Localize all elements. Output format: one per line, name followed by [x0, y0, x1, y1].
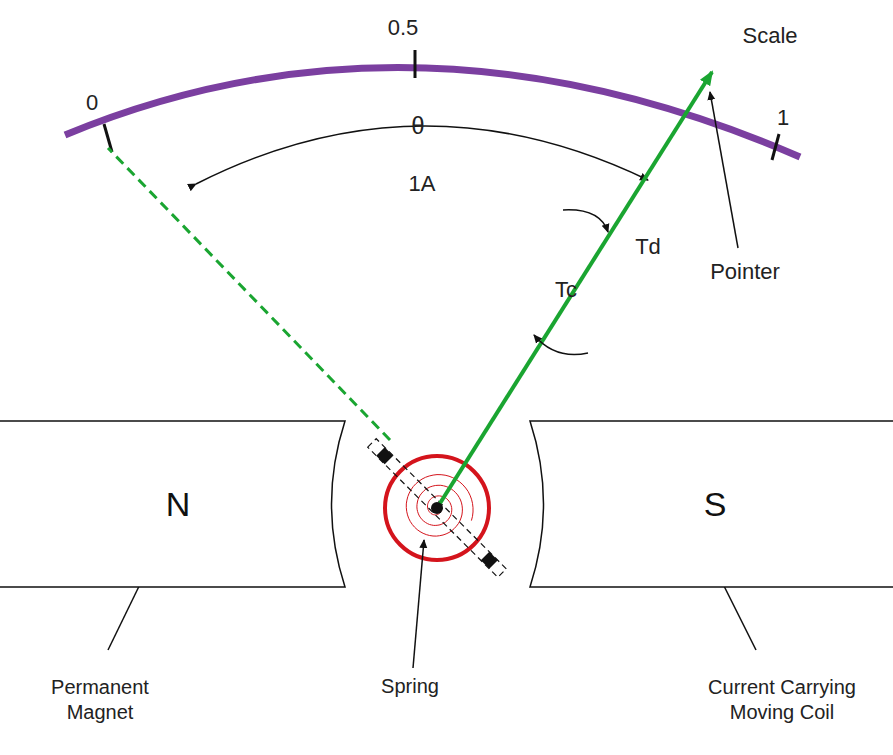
- leader-line: [413, 540, 424, 668]
- pivot: [431, 502, 443, 514]
- pole-label: N: [166, 485, 191, 524]
- pole-label: S: [704, 485, 727, 524]
- part-name: Pointer: [710, 258, 780, 286]
- torque-label: Tc: [555, 276, 577, 304]
- part-name: Permanent Magnet: [35, 675, 165, 725]
- part-name: Spring: [381, 674, 439, 699]
- scale-mark: 0: [86, 89, 98, 117]
- tick: [104, 124, 112, 152]
- zero-pointer: [108, 148, 390, 440]
- torque-label: Td: [635, 233, 661, 261]
- scale-arc: [65, 68, 800, 157]
- tick: [772, 134, 779, 160]
- control-torque-arrow: [534, 335, 588, 355]
- moving-coil: [385, 456, 489, 560]
- tick: [414, 50, 417, 78]
- scale-mark: 0.5: [388, 14, 419, 42]
- scale-mark: 1: [777, 104, 789, 132]
- coil-frame: [368, 439, 507, 578]
- spring-spiral: [406, 475, 473, 536]
- angle-symbol: θ: [411, 111, 424, 141]
- scale-title: Scale: [742, 22, 797, 50]
- south-pole-magnet: S: [525, 420, 893, 588]
- current-value: 1A: [409, 170, 436, 198]
- leader-line: [710, 92, 738, 248]
- north-pole-magnet: N: [0, 420, 350, 588]
- deflect-torque-arrow: [563, 210, 608, 232]
- part-name: Current Carrying Moving Coil: [687, 675, 877, 725]
